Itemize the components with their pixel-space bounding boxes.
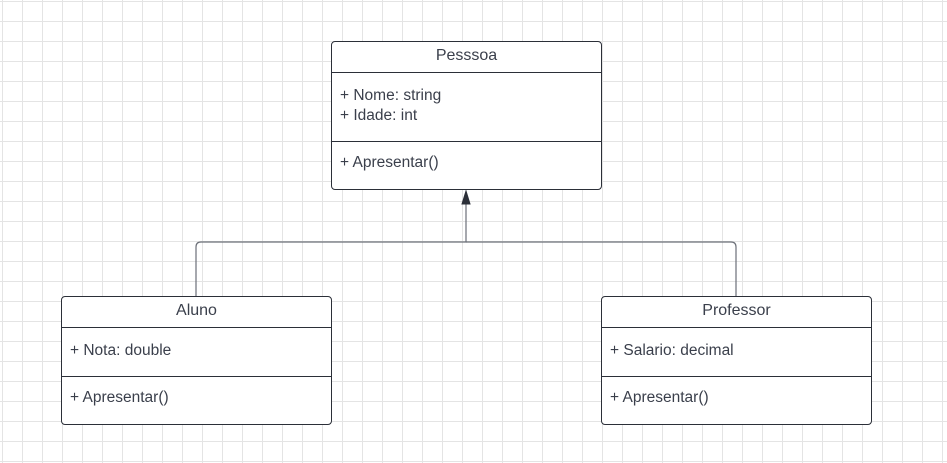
attributes-section-pessoa: + Nome: string + Idade: int <box>332 73 601 142</box>
attribute-row: + Nota: double <box>70 342 172 359</box>
methods-section-pessoa: + Apresentar() <box>332 142 601 173</box>
method-row: + Apresentar() <box>70 389 169 406</box>
class-name-professor: Professor <box>602 297 871 328</box>
class-name-pessoa: Pesssoa <box>332 42 601 73</box>
method-row: + Apresentar() <box>610 389 709 406</box>
methods-section-aluno: + Apresentar() <box>62 377 331 408</box>
class-name-aluno: Aluno <box>62 297 331 328</box>
attribute-row: + Nome: string <box>340 87 442 104</box>
methods-section-professor: + Apresentar() <box>602 377 871 408</box>
attribute-row: + Salario: decimal <box>610 342 734 359</box>
class-box-pessoa[interactable]: Pesssoa + Nome: string + Idade: int + Ap… <box>331 41 602 190</box>
method-row: + Apresentar() <box>340 154 439 171</box>
class-box-professor[interactable]: Professor + Salario: decimal + Apresenta… <box>601 296 872 425</box>
attributes-section-aluno: + Nota: double <box>62 328 331 377</box>
attributes-section-professor: + Salario: decimal <box>602 328 871 377</box>
connector-aluno-to-pessoa[interactable] <box>195 204 467 296</box>
class-box-aluno[interactable]: Aluno + Nota: double + Apresentar() <box>61 296 332 425</box>
inheritance-arrowhead <box>461 189 471 205</box>
attribute-row: + Idade: int <box>340 107 418 124</box>
connector-professor-to-pessoa[interactable] <box>466 241 737 296</box>
